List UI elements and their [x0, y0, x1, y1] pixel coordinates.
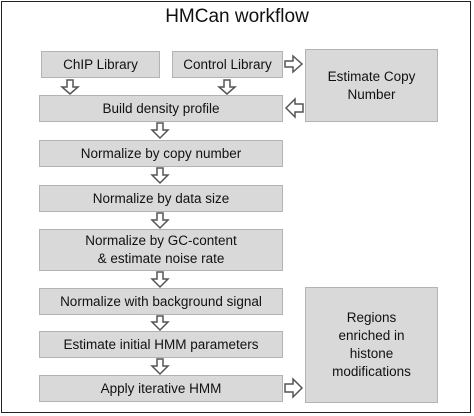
- step-label: Normalize with background signal: [60, 293, 262, 309]
- step-apply-iterative-hmm: Apply iterative HMM: [39, 375, 283, 402]
- left-arrow-icon: [284, 97, 304, 119]
- estimate-copy-number-label: Estimate Copy Number: [327, 68, 416, 102]
- down-arrow-icon: [150, 167, 170, 185]
- down-arrow-icon: [150, 358, 170, 376]
- chip-library-label: ChIP Library: [63, 56, 138, 72]
- right-arrow-icon: [284, 377, 304, 399]
- down-arrow-icon: [150, 122, 170, 140]
- step-build-density-profile: Build density profile: [39, 95, 283, 122]
- step-label: Normalize by copy number: [80, 145, 242, 161]
- step-normalize-background: Normalize with background signal: [39, 288, 283, 315]
- diagram-title: HMCan workflow: [165, 6, 309, 27]
- step-label: Normalize by GC-content & estimate noise…: [85, 233, 237, 266]
- down-arrow-icon: [150, 271, 170, 289]
- chip-library-box: ChIP Library: [41, 51, 160, 78]
- step-normalize-copy-number: Normalize by copy number: [39, 140, 283, 167]
- output-regions-box: Regions enriched in histone modification…: [305, 287, 438, 403]
- output-regions-label: Regions enriched in histone modification…: [332, 310, 411, 379]
- step-estimate-hmm-parameters: Estimate initial HMM parameters: [39, 331, 283, 358]
- down-arrow-icon: [150, 212, 170, 230]
- down-arrow-icon: [217, 79, 237, 95]
- step-label: Build density profile: [102, 100, 220, 116]
- step-normalize-gc-content: Normalize by GC-content & estimate noise…: [39, 229, 283, 271]
- control-library-label: Control Library: [183, 56, 272, 72]
- estimate-copy-number-box: Estimate Copy Number: [305, 49, 438, 122]
- step-label: Apply iterative HMM: [100, 380, 222, 396]
- step-label: Estimate initial HMM parameters: [63, 336, 259, 352]
- right-arrow-icon: [284, 54, 304, 74]
- step-label: Normalize by data size: [92, 190, 230, 206]
- control-library-box: Control Library: [172, 51, 283, 78]
- step-normalize-data-size: Normalize by data size: [39, 185, 283, 212]
- down-arrow-icon: [150, 315, 170, 332]
- down-arrow-icon: [60, 79, 80, 95]
